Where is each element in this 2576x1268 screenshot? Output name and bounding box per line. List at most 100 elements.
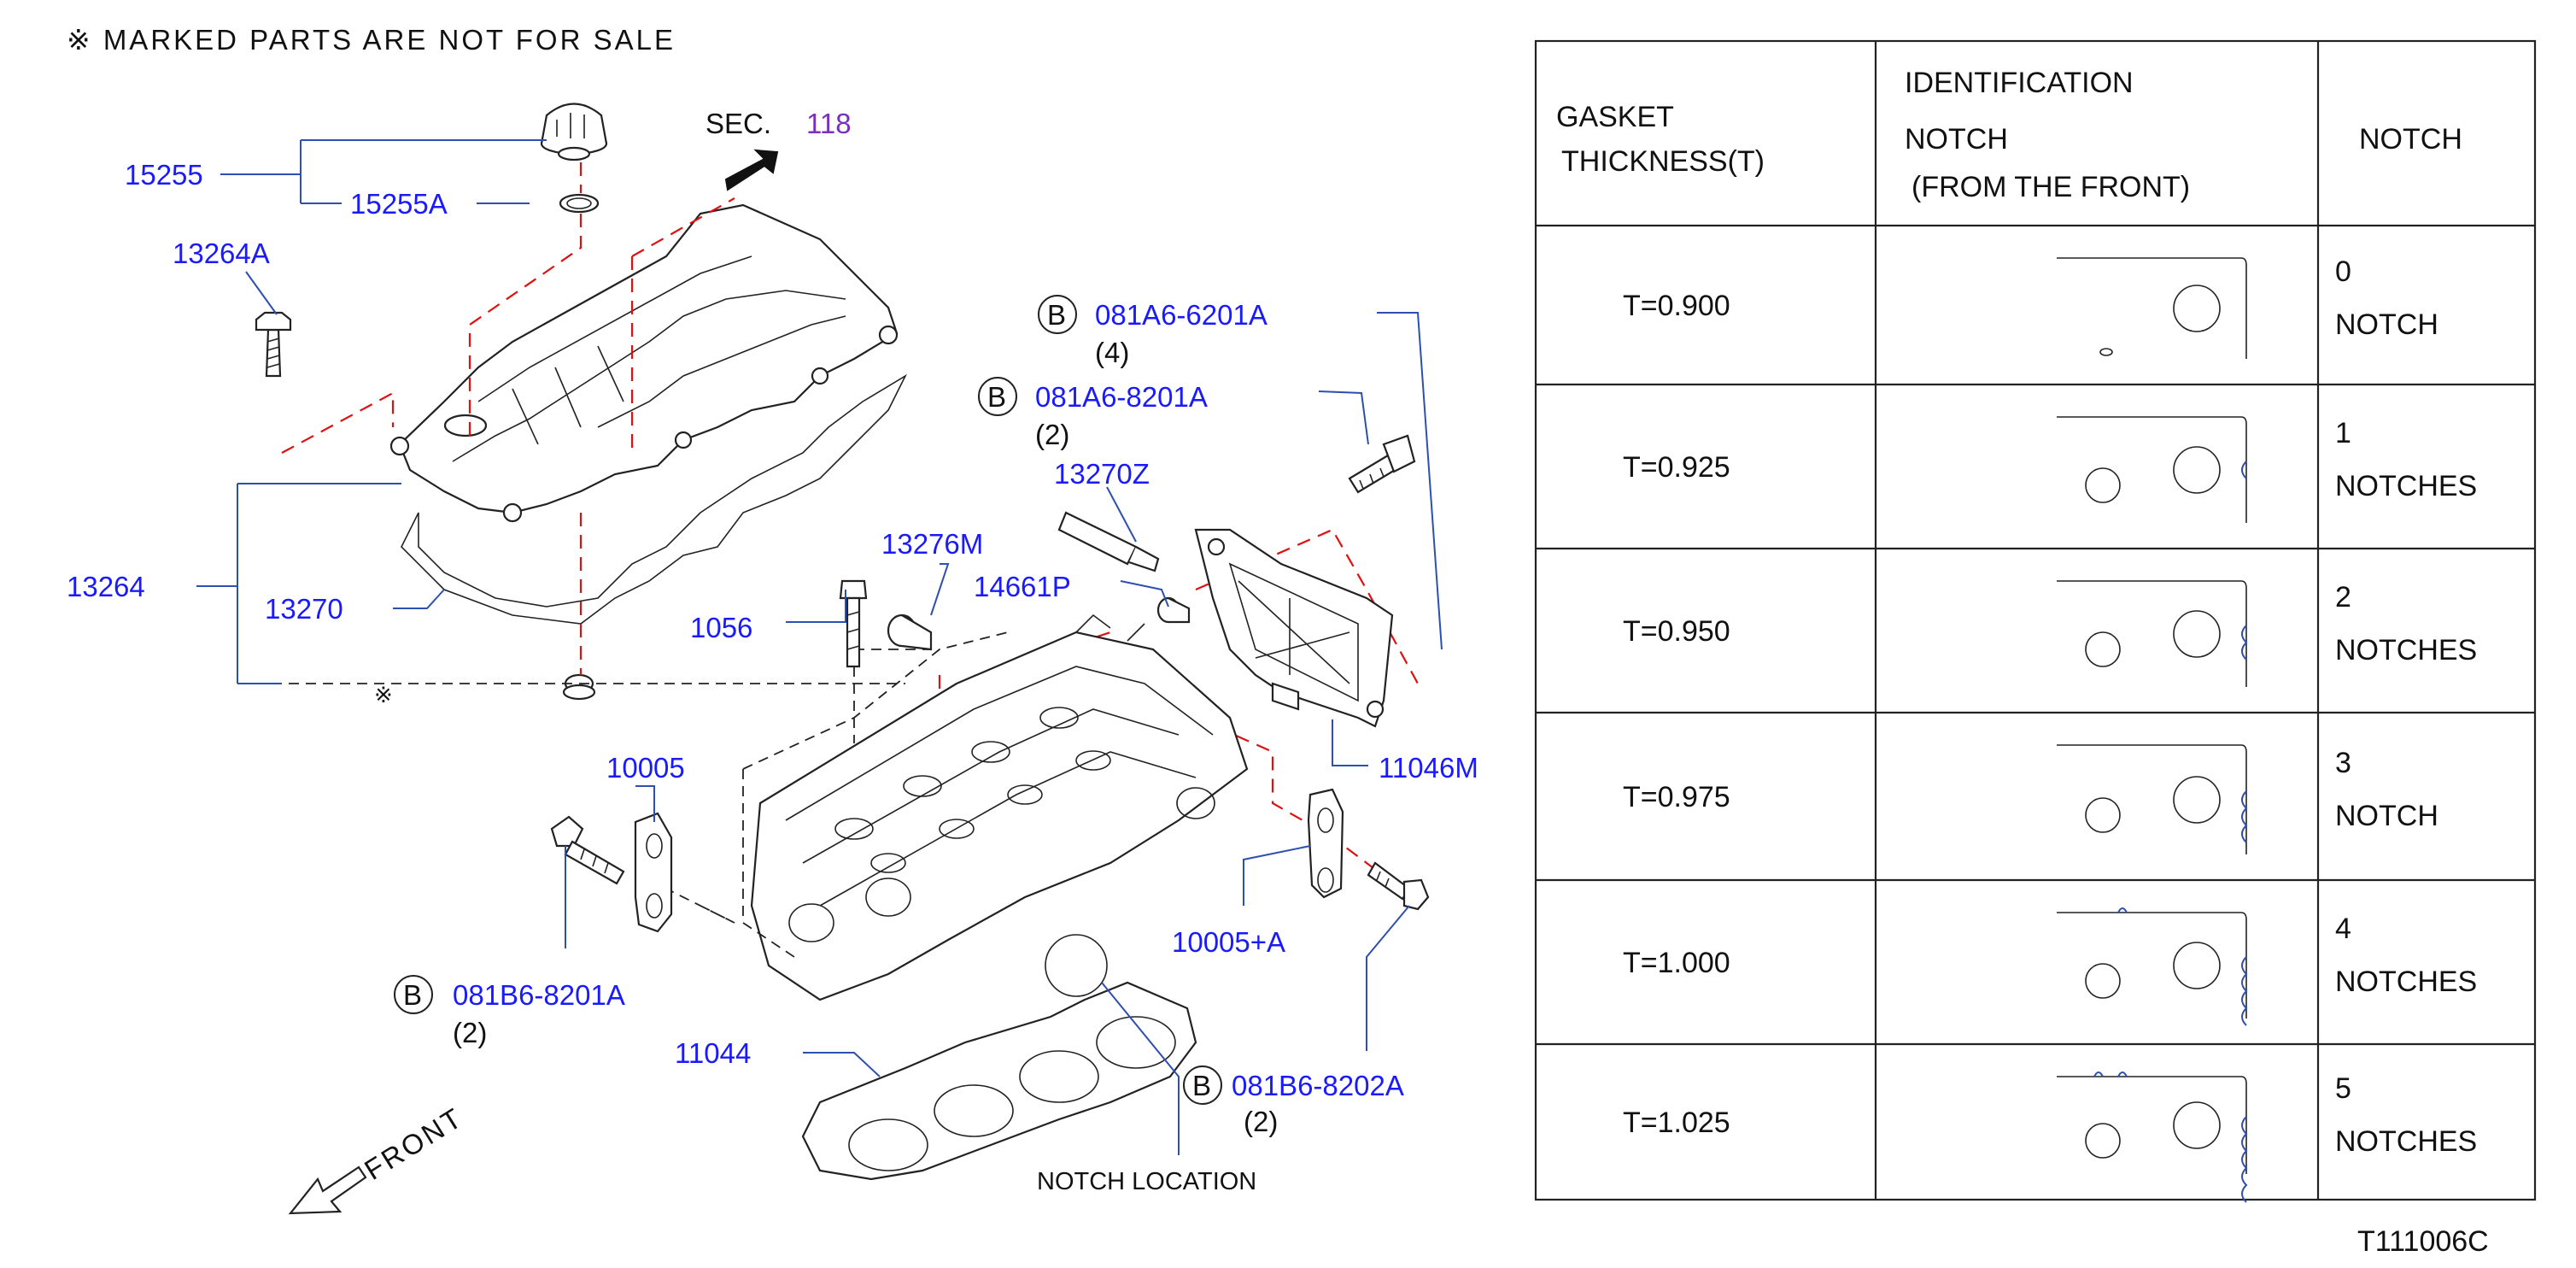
row-1-gasket-outline	[2057, 416, 2247, 523]
part-11046m[interactable]: 11046M	[1379, 752, 1478, 784]
header-note: ※ MARKED PARTS ARE NOT FOR SALE	[67, 24, 676, 56]
phantom-line-sec	[630, 197, 735, 453]
head-gasket-11044	[801, 934, 1197, 1181]
row-1-thickness: T=0.925	[1623, 451, 1730, 484]
row-3-count: 3	[2335, 747, 2351, 779]
connector-14661p	[1156, 596, 1191, 624]
bolt-081a6-8201a	[1348, 434, 1416, 494]
part-1056[interactable]: 1056	[690, 612, 752, 643]
gasket-thickness-table: GASKET THICKNESS(T) IDENTIFICATION NOTCH…	[1534, 39, 2537, 1203]
table-head-id-2: NOTCH	[1905, 123, 2008, 156]
row-5-unit: NOTCHES	[2335, 1125, 2477, 1158]
bolt-marker-b1: B	[1047, 299, 1066, 331]
row-3-notch-marks	[2241, 790, 2248, 843]
front-label: FRONT	[359, 1101, 469, 1186]
row-4-bore-circle	[2173, 942, 2221, 989]
row-4-notch-marks	[2241, 956, 2248, 1026]
sec-arrow-icon	[724, 149, 779, 191]
bolt-marker-b2: B	[987, 381, 1006, 413]
plug-13276m	[887, 613, 933, 651]
rocker-cover-bolt	[255, 311, 292, 378]
row-2-unit: NOTCHES	[2335, 634, 2477, 666]
leader-15255	[220, 139, 547, 204]
bolt-marker-b2-icon	[978, 377, 1017, 416]
sec-number-link[interactable]: 118	[806, 108, 852, 139]
part-081b6-8202a[interactable]: 081B6-8202A	[1232, 1070, 1404, 1101]
part-15255[interactable]: 15255	[125, 159, 203, 191]
phantom-line-bolt	[281, 391, 395, 454]
part-13264[interactable]: 13264	[67, 571, 145, 602]
row-1-count: 1	[2335, 417, 2351, 449]
row-5-thickness: T=1.025	[1623, 1107, 1730, 1139]
row-4-unit: NOTCHES	[2335, 966, 2477, 998]
row-5-hole-circle	[2085, 1123, 2121, 1159]
row-4-gasket-outline	[2057, 912, 2247, 1019]
bolt-marker-b4: B	[1192, 1070, 1211, 1101]
row-0-unit: NOTCH	[2335, 308, 2438, 341]
qty-081a6-6201a: (4)	[1095, 337, 1129, 368]
row-4-thickness: T=1.000	[1623, 947, 1730, 979]
part-10005[interactable]: 10005	[606, 752, 685, 784]
part-15255a[interactable]: 15255A	[350, 188, 448, 220]
bolt-marker-b4-icon	[1183, 1065, 1222, 1105]
part-11044[interactable]: 11044	[675, 1037, 751, 1069]
bolt-marker-b3-icon	[394, 975, 433, 1014]
row-2-hole-circle	[2085, 631, 2121, 667]
row-5-gasket-outline	[2057, 1076, 2247, 1174]
row-2-count: 2	[2335, 581, 2351, 613]
cylinder-head	[750, 613, 1249, 1001]
part-13270[interactable]: 13270	[265, 593, 343, 625]
table-head-id-1: IDENTIFICATION	[1905, 67, 2134, 99]
row-5-notch-marks	[2241, 1116, 2248, 1203]
bolt-marker-b1-icon	[1038, 295, 1077, 334]
row-1-unit: NOTCHES	[2335, 470, 2477, 502]
sec-prefix: SEC.	[705, 108, 771, 139]
row-2-thickness: T=0.950	[1623, 615, 1730, 648]
bracket-11046m	[1194, 528, 1394, 728]
rocker-cover	[389, 203, 899, 523]
stud-1056	[839, 579, 868, 668]
qty-081b6-8201a: (2)	[453, 1017, 487, 1048]
grommet-not-for-sale	[562, 673, 596, 701]
qty-081a6-8201a: (2)	[1035, 419, 1069, 450]
row-0-bore-circle	[2173, 285, 2221, 332]
leader-notch-location	[1101, 982, 1180, 1155]
part-14661p[interactable]: 14661P	[974, 571, 1071, 602]
gasket-10005a	[1307, 788, 1344, 899]
part-13264a[interactable]: 13264A	[173, 238, 270, 269]
row-0-gasket-outline	[2057, 257, 2247, 359]
row-2-bore-circle	[2173, 610, 2221, 658]
front-arrow-icon	[288, 1165, 367, 1215]
row-2-notch-marks	[2241, 625, 2248, 660]
bolt-081b6-8202a	[1367, 861, 1430, 911]
row-1-notch-marks	[2241, 461, 2247, 479]
qty-081b6-8202a: (2)	[1244, 1106, 1278, 1137]
row-3-hole-circle	[2085, 797, 2121, 833]
part-081b6-8201a[interactable]: 081B6-8201A	[453, 979, 625, 1011]
notch-location-label: NOTCH LOCATION	[1037, 1168, 1256, 1195]
leader-13264	[196, 483, 401, 684]
part-081a6-6201a[interactable]: 081A6-6201A	[1095, 299, 1268, 331]
part-10005a[interactable]: 10005+A	[1172, 926, 1285, 958]
row-3-bore-circle	[2173, 776, 2221, 824]
table-head-notch: NOTCH	[2359, 123, 2462, 156]
row-1-bore-circle	[2173, 446, 2221, 494]
row-3-unit: NOTCH	[2335, 800, 2438, 832]
bolt-marker-b3: B	[403, 979, 422, 1011]
row-2-gasket-outline	[2057, 580, 2247, 687]
row-4-hole-circle	[2085, 963, 2121, 999]
row-3-gasket-outline	[2057, 744, 2247, 854]
liquid-gasket-tube	[1057, 511, 1160, 572]
part-13270z[interactable]: 13270Z	[1054, 458, 1150, 490]
row-4-count: 4	[2335, 913, 2351, 945]
part-13276m[interactable]: 13276M	[881, 528, 983, 560]
row-5-bore-circle	[2173, 1101, 2221, 1149]
phantom-line-right-bolt	[1195, 716, 1402, 889]
table-head-id-3: (FROM THE FRONT)	[1912, 171, 2190, 203]
row-3-thickness: T=0.975	[1623, 781, 1730, 813]
star-marker: ※	[374, 682, 393, 707]
part-081a6-8201a[interactable]: 081A6-8201A	[1035, 381, 1208, 413]
gasket-10005	[634, 812, 673, 933]
row-0-small-hole	[2099, 348, 2113, 356]
